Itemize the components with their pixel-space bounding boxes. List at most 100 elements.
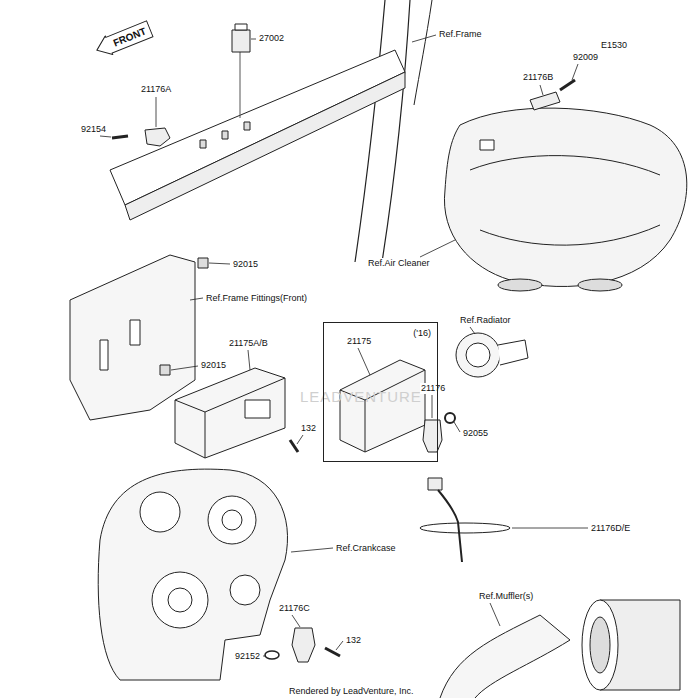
callout-number: 92015 <box>232 259 259 270</box>
part-outline <box>152 572 208 628</box>
part-outline <box>440 615 570 698</box>
part-outline <box>530 92 560 110</box>
leader-line <box>490 603 500 626</box>
part-outline <box>244 122 250 130</box>
part-outline <box>208 496 256 544</box>
reference-label: Ref.Air Cleaner <box>367 258 431 269</box>
leader-line <box>365 400 366 452</box>
part-outline <box>168 588 192 612</box>
leader-line <box>100 136 111 137</box>
part-outline <box>480 140 494 150</box>
reference-label: Ref.Radiator <box>459 315 512 326</box>
callout-number: 21176 <box>420 383 446 394</box>
part-outline <box>145 128 170 146</box>
leader-line <box>572 64 578 80</box>
callout-number: 21176C <box>278 603 311 614</box>
part-outline <box>160 365 170 375</box>
leader-line <box>358 348 370 375</box>
callout-number: 92015 <box>200 360 227 371</box>
leader-line <box>171 366 198 370</box>
part-outline <box>578 279 622 291</box>
part-outline <box>110 50 405 205</box>
leader-line <box>240 52 241 118</box>
part-outline <box>498 279 542 291</box>
callout-number: 27002 <box>258 33 285 44</box>
callout-number: 21176D/E <box>590 523 631 534</box>
part-outline <box>414 0 432 105</box>
callout-number: 21175 <box>346 336 372 347</box>
leader-line <box>432 395 433 418</box>
part-outline <box>235 24 247 30</box>
leader-line <box>112 136 128 138</box>
callout-number: 92152 <box>234 651 261 662</box>
part-outline <box>590 617 610 673</box>
reference-label: Ref.Frame Fittings(Front) <box>205 293 308 304</box>
leader-line <box>291 548 333 552</box>
part-outline <box>444 108 686 286</box>
leader-line <box>540 85 543 95</box>
illustration-group <box>100 35 588 656</box>
part-outline <box>125 72 405 220</box>
part-outline <box>98 469 287 680</box>
part-outline <box>382 0 410 262</box>
watermark: LEADVENTURE <box>300 388 422 405</box>
part-outline <box>355 0 385 262</box>
part-outline <box>232 30 250 52</box>
leader-line <box>209 263 230 264</box>
part-outline <box>428 478 442 490</box>
illustration-group <box>70 0 687 698</box>
leader-line <box>470 327 475 334</box>
reference-label: Ref.Frame <box>438 29 483 40</box>
part-outline <box>222 510 242 530</box>
part-outline <box>438 490 462 562</box>
node-text: ('16) <box>412 328 432 339</box>
leader-line <box>190 298 203 300</box>
leader-line <box>175 400 205 412</box>
part-outline <box>480 225 660 245</box>
part-outline <box>470 156 660 175</box>
part-outline <box>222 131 228 139</box>
part-outline <box>198 258 208 268</box>
part-outline <box>582 600 618 690</box>
leader-line <box>336 641 343 650</box>
callout-number: 92055 <box>462 428 489 439</box>
leader-line <box>325 648 340 656</box>
leader-line <box>248 350 250 370</box>
part-outline <box>175 368 285 458</box>
leader-line <box>454 422 460 432</box>
part-outline <box>420 523 510 533</box>
arrow-shape <box>93 20 153 60</box>
leader-line <box>560 80 575 90</box>
part-outline <box>445 413 455 423</box>
part-outline <box>100 340 108 370</box>
part-outline <box>456 333 500 377</box>
part-outline <box>265 651 279 659</box>
leader-line <box>412 35 436 42</box>
leader-line <box>263 656 266 657</box>
part-outline <box>130 320 140 345</box>
reference-label: Ref.Muffler(s) <box>478 591 534 602</box>
callout-number: 92009 <box>572 52 599 63</box>
part-outline <box>245 400 270 418</box>
leader-line <box>205 412 206 458</box>
leader-line <box>512 528 588 529</box>
leader-line <box>156 97 157 127</box>
part-outline <box>230 575 260 605</box>
leader-line <box>251 39 256 40</box>
callout-number: 21175A/B <box>228 338 269 349</box>
part-outline <box>423 420 442 452</box>
callout-number: 21176A <box>140 84 172 95</box>
leader-line <box>292 615 300 627</box>
part-outline <box>466 343 490 367</box>
leader-line <box>290 440 298 452</box>
credit-note: Rendered by LeadVenture, Inc. <box>288 686 415 697</box>
part-outline <box>140 492 180 532</box>
part-outline <box>70 255 195 420</box>
callout-number: 21176B <box>522 72 554 83</box>
part-outline <box>340 360 425 452</box>
leader-line <box>420 240 455 257</box>
callout-number: 92154 <box>80 124 107 135</box>
callout-number: 132 <box>345 635 362 646</box>
